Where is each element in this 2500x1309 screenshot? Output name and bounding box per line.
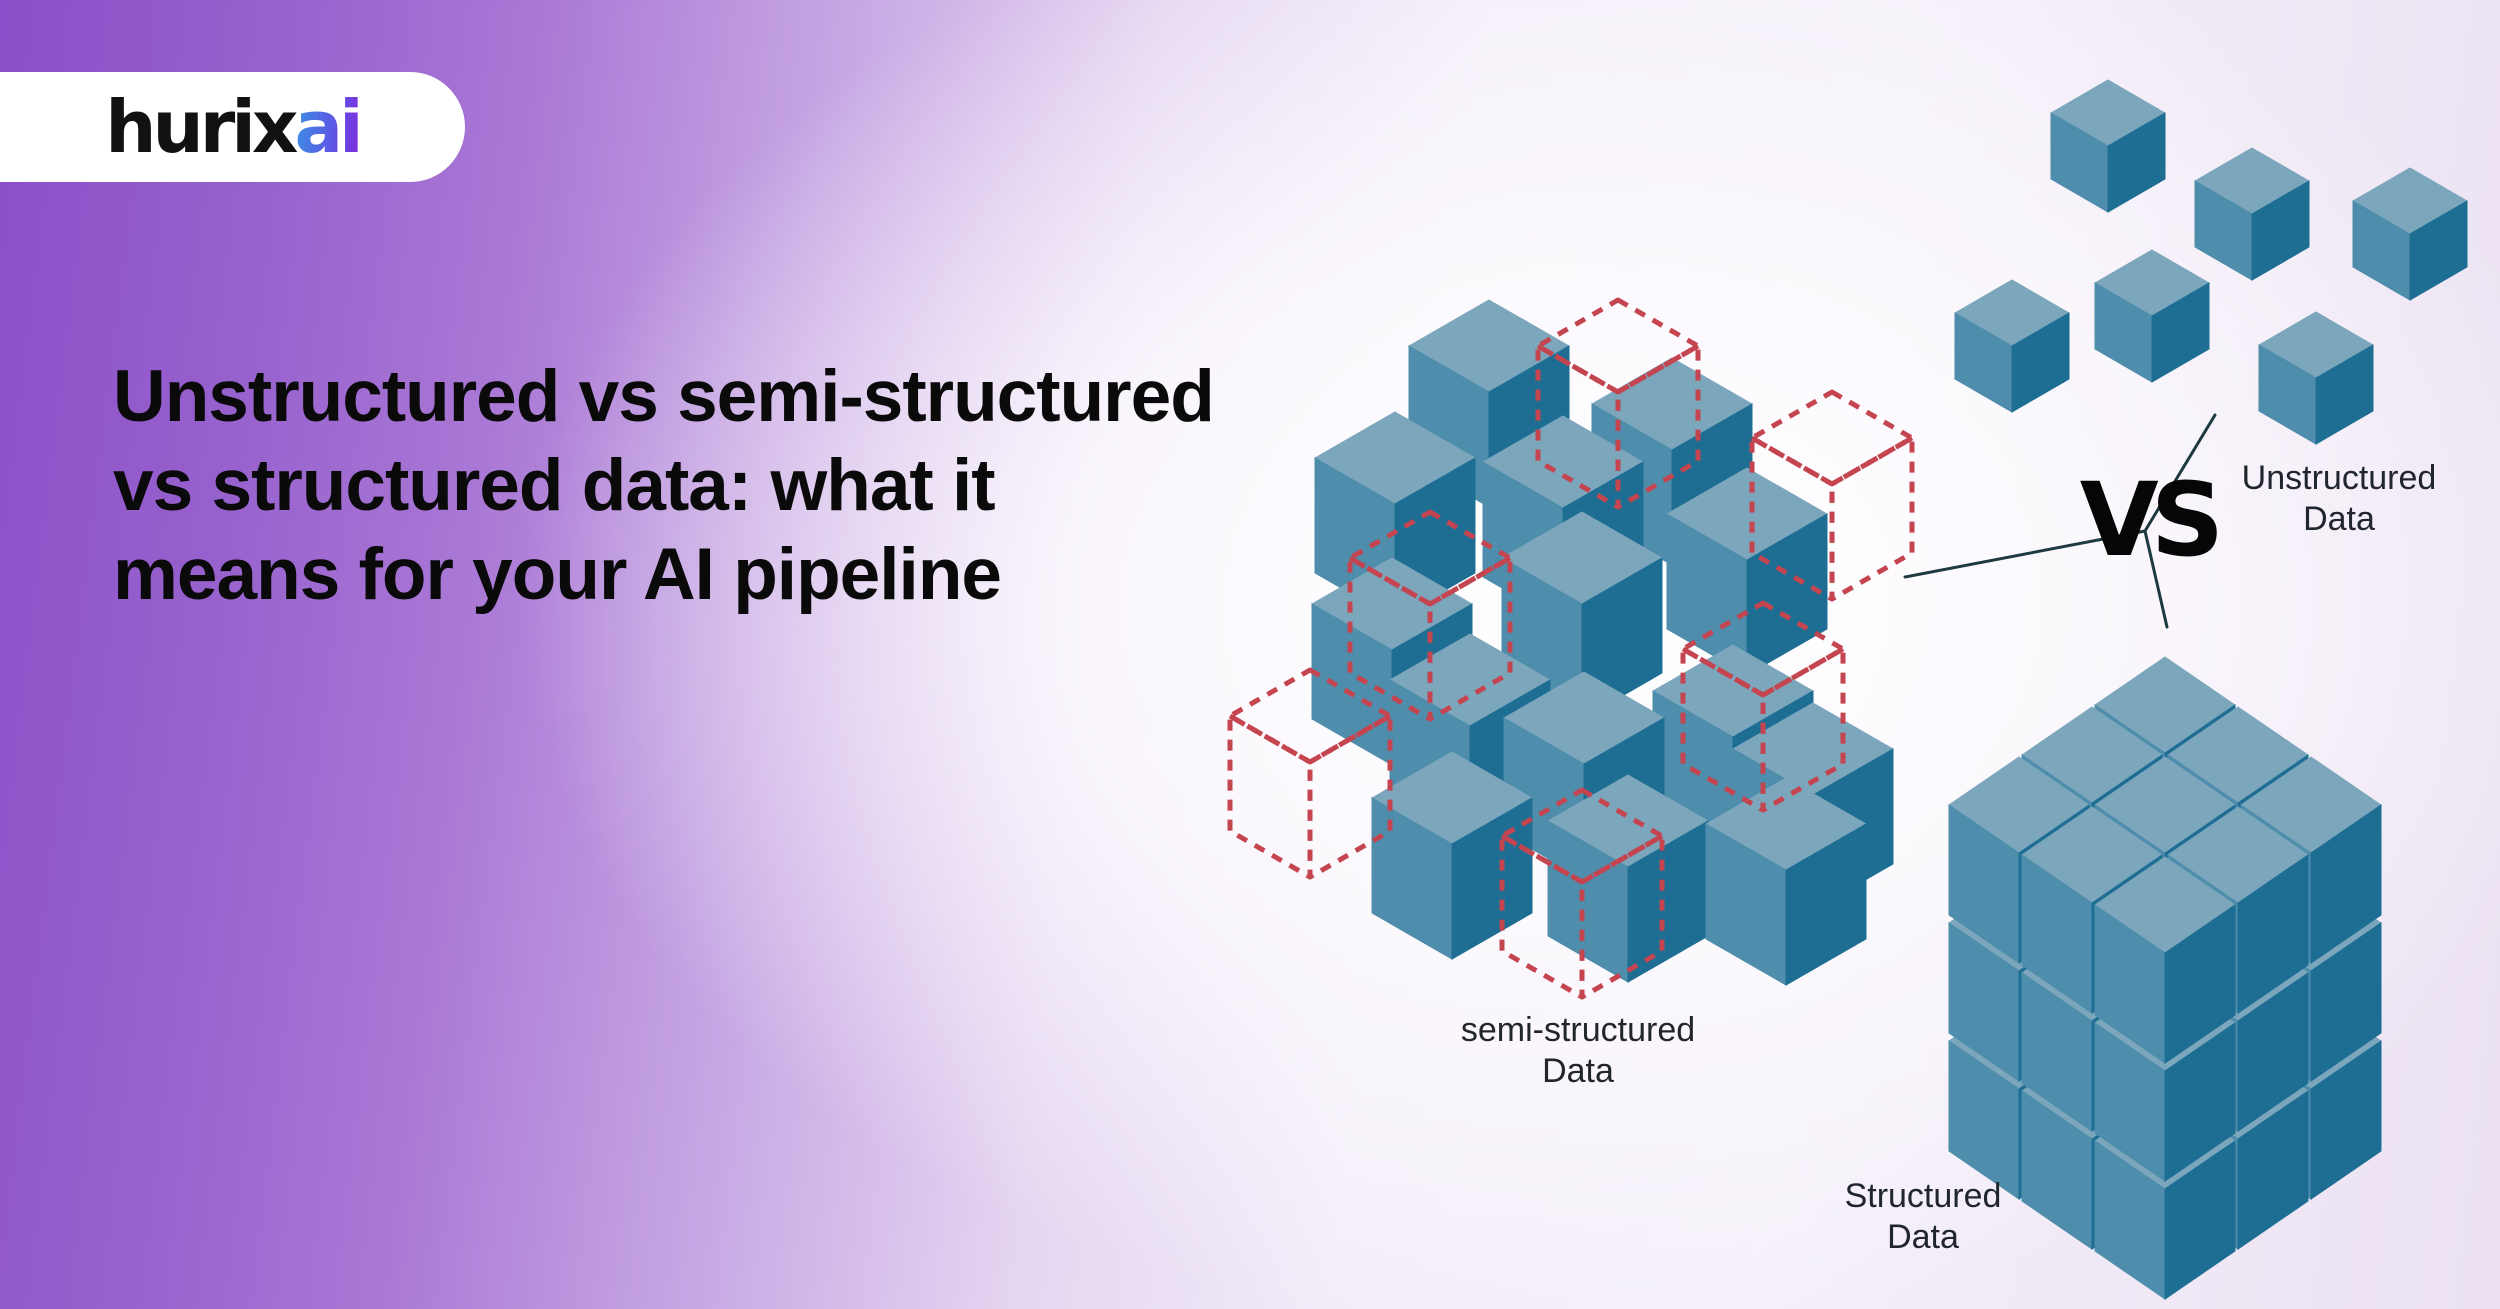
cube [2194,147,2310,281]
dashed-cube [1227,667,1393,880]
logo: hurixai [105,91,363,163]
semi-label-line-2: Data [1542,1052,1614,1090]
semi-label-line-1: semi-structured [1460,1011,1696,1049]
logo-ai-text: ai [294,85,363,169]
unstructured-label-line-1: Unstructured [2241,459,2437,497]
logo-brand-text: hurix [105,85,298,169]
semi-structured-cubes [1310,299,1895,986]
vs-label: VS [2079,461,2224,580]
title-line-3: means for your AI pipeline [113,534,1002,615]
structured-label-line-1: Structured [1844,1177,2002,1215]
cube [1546,774,1710,983]
unstructured-data-label: Unstructured Data [2242,458,2437,540]
cube [1954,279,2070,413]
title-line-2: vs structured data: what it [113,445,996,526]
title-line-1: Unstructured vs semi-structured [113,356,1215,437]
cube [1665,467,1829,676]
unstructured-label-line-2: Data [2303,500,2375,538]
dashed-cube [1680,600,1846,813]
dashed-cube [1347,509,1513,722]
unstructured-cubes [1954,79,2468,445]
cube [2050,79,2166,213]
page-title: Unstructured vs semi-structured vs struc… [113,352,1403,619]
semi-structured-data-label: semi-structured Data [1461,1010,1695,1092]
logo-pill: hurixai [0,72,465,182]
dashed-cube [1499,787,1665,1000]
connector-lines [1903,413,2217,629]
structured-cubes [1948,656,2382,1300]
cube [2258,311,2374,445]
dashed-cube [1535,297,1701,510]
structured-label-line-2: Data [1887,1218,1959,1256]
dashed-cube [1749,389,1915,602]
cube [2094,249,2210,383]
structured-data-label: Structured Data [1845,1176,2002,1258]
semi-structured-dashed-cubes [1227,297,1915,1000]
cube [1370,751,1534,960]
cube [2094,856,2236,1064]
cube [2352,167,2468,301]
